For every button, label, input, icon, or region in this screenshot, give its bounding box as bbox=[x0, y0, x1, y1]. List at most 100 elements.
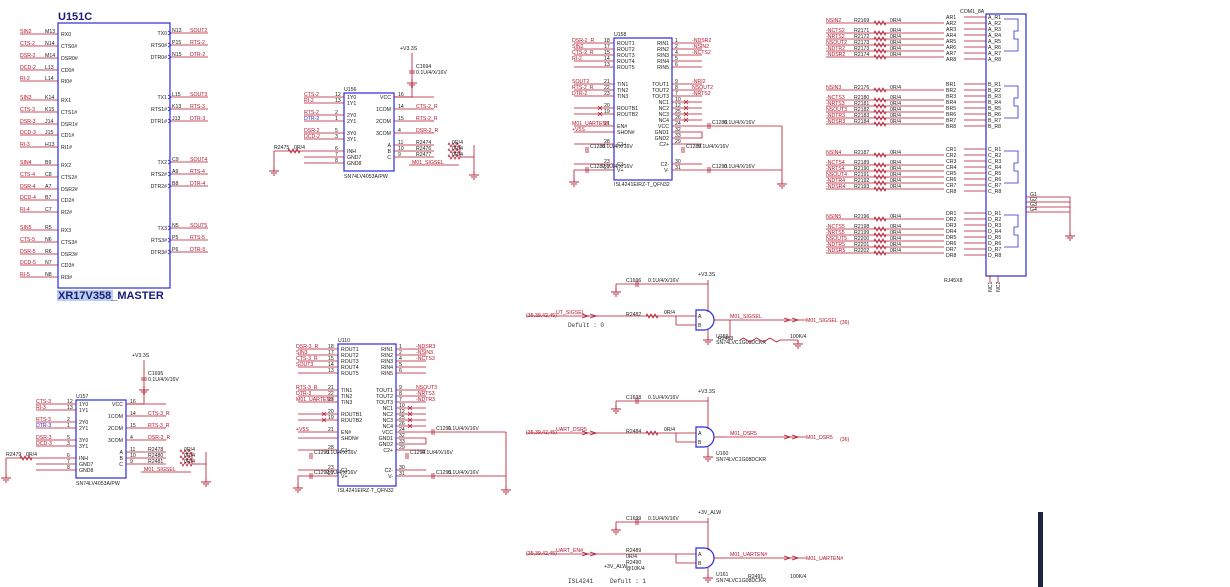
cap-ref: C1695 bbox=[148, 371, 163, 377]
resistor-icon bbox=[873, 244, 887, 250]
pin-name: DTR3# bbox=[151, 250, 168, 256]
resistor-icon bbox=[873, 48, 887, 54]
net-label: CTS-3 bbox=[36, 399, 51, 405]
pin-number: 10 bbox=[675, 97, 681, 103]
pin-name: DSR1# bbox=[61, 122, 78, 128]
pin-name: SHDN# bbox=[617, 130, 635, 136]
cap-value: 0.1U/4/X/16V bbox=[326, 470, 357, 476]
pin-number: 28 bbox=[604, 139, 610, 145]
shield-pin: G2 bbox=[1030, 197, 1037, 203]
cap-ref: C1293 bbox=[314, 450, 329, 456]
pin-number: J15 bbox=[45, 130, 53, 136]
pin-name: A_R3 bbox=[988, 27, 1001, 33]
pin-name: RIN2 bbox=[381, 353, 393, 359]
res-value: 0R/4 bbox=[890, 40, 901, 46]
resistor-icon bbox=[873, 109, 887, 115]
net-label: DSR-2 bbox=[304, 128, 320, 134]
nc-mark bbox=[597, 105, 603, 111]
res-value: 0R/4 bbox=[890, 172, 901, 178]
net-label: DCD-2 bbox=[304, 134, 320, 140]
net-label: RTS-2 bbox=[304, 110, 319, 116]
resistor-icon bbox=[873, 30, 887, 36]
pin-name: C_R2 bbox=[988, 153, 1001, 159]
in-port-icon bbox=[581, 313, 598, 319]
res-ref: R2478 bbox=[148, 447, 163, 453]
res-value: 0R/4 bbox=[890, 224, 901, 230]
cap-ref: C1294 bbox=[410, 450, 425, 456]
pin-name: GND2 bbox=[379, 442, 394, 448]
res-value: 0R/4 bbox=[452, 146, 463, 152]
vertical-scrollbar[interactable] bbox=[1038, 512, 1043, 587]
xcvr-ref: U110 bbox=[338, 338, 350, 344]
pin-name: NC3 bbox=[383, 418, 393, 424]
ground-icon bbox=[777, 180, 787, 189]
res-ref: R2483 bbox=[718, 336, 733, 342]
res-value: 0R/4 bbox=[184, 447, 195, 453]
pin-name: B_R4 bbox=[988, 100, 1001, 106]
net-label: -NCTS3 bbox=[826, 95, 845, 101]
pin-number: P5 bbox=[172, 235, 178, 241]
out-port-icon bbox=[783, 434, 800, 440]
pin-number: 13 bbox=[328, 368, 334, 374]
net-label: RI-2 bbox=[304, 98, 314, 104]
pin-name: B bbox=[388, 149, 392, 155]
pin-number: BR4 bbox=[946, 100, 956, 106]
capacitor-icon bbox=[309, 473, 313, 479]
res-ref: R2169 bbox=[854, 18, 869, 24]
pin-name: TIN3 bbox=[617, 94, 628, 100]
pin-name: RI3# bbox=[61, 275, 72, 281]
pin-name: ROUT5 bbox=[617, 65, 635, 71]
resistor-icon bbox=[645, 430, 659, 436]
pin-name: C_R8 bbox=[988, 189, 1001, 195]
pin-number: P6 bbox=[172, 247, 178, 253]
jack-outline bbox=[1004, 85, 1019, 119]
pin-number: 32 bbox=[675, 127, 681, 133]
resistor-icon bbox=[873, 186, 887, 192]
xcvr-part: ISL4241EIRZ-T_QFN32 bbox=[614, 182, 670, 188]
pin-number: L15 bbox=[172, 92, 181, 98]
pin-number: 25 bbox=[675, 109, 681, 115]
res-ref: R2475 bbox=[274, 145, 289, 151]
pin-number: 2 bbox=[399, 350, 402, 356]
cap-value: 0.1U/4/X/16V bbox=[326, 450, 357, 456]
res-ref: R2183 bbox=[854, 113, 869, 119]
gate-part: SN74LVC1G08DCKR bbox=[716, 340, 766, 346]
net-label: DTR-5 bbox=[190, 247, 205, 253]
pin-name: ROUTB2 bbox=[341, 418, 362, 424]
res-value: 0R/4 bbox=[890, 95, 901, 101]
net-label: -NDSR5 bbox=[826, 248, 845, 254]
res-value: 0R/4 bbox=[890, 150, 901, 156]
res-ref: R2480 bbox=[148, 453, 163, 459]
res-value: 0R/4 bbox=[890, 18, 901, 24]
pin-name: A_R7 bbox=[988, 51, 1001, 57]
master-title[interactable]: XR17V358_MASTER bbox=[58, 290, 164, 302]
res-ref: R2474 bbox=[416, 140, 431, 146]
pin-name: TOUT3 bbox=[376, 400, 393, 406]
pin-name: TIN1 bbox=[617, 82, 628, 88]
net-label: DTR-2 bbox=[190, 52, 205, 58]
pin-number: N13 bbox=[172, 28, 182, 34]
pin-name: 3Y1 bbox=[347, 137, 356, 143]
net-label: SOUT5 bbox=[190, 223, 207, 229]
nc-mark bbox=[321, 411, 327, 417]
resistor-icon bbox=[873, 152, 887, 158]
net-label: -NDTR5 bbox=[826, 242, 845, 248]
net-label: NSIN2 bbox=[826, 18, 841, 24]
pin-name: ROUT4 bbox=[341, 365, 359, 371]
net-label: M01_UARTEN# bbox=[730, 552, 767, 558]
gate-pin-b: B bbox=[698, 440, 702, 446]
net-label: UT_SIGSEL bbox=[556, 310, 585, 316]
pin-number: 28 bbox=[328, 445, 334, 451]
resistor-zigzag bbox=[179, 461, 193, 467]
pin-number: P15 bbox=[172, 40, 181, 46]
pin-number: 31 bbox=[675, 165, 681, 171]
net-label: RTS-2_R bbox=[416, 116, 438, 122]
resistor-zigzag bbox=[873, 97, 887, 103]
pin-number: 27 bbox=[328, 471, 334, 477]
net-label: NSIN4 bbox=[826, 150, 841, 156]
pin-number: 10 bbox=[130, 453, 136, 459]
res-ref: R2173 bbox=[854, 46, 869, 52]
net-label: DCD-4 bbox=[20, 195, 36, 201]
pin-number: 12 bbox=[675, 103, 681, 109]
pin-name: RI2# bbox=[61, 210, 72, 216]
